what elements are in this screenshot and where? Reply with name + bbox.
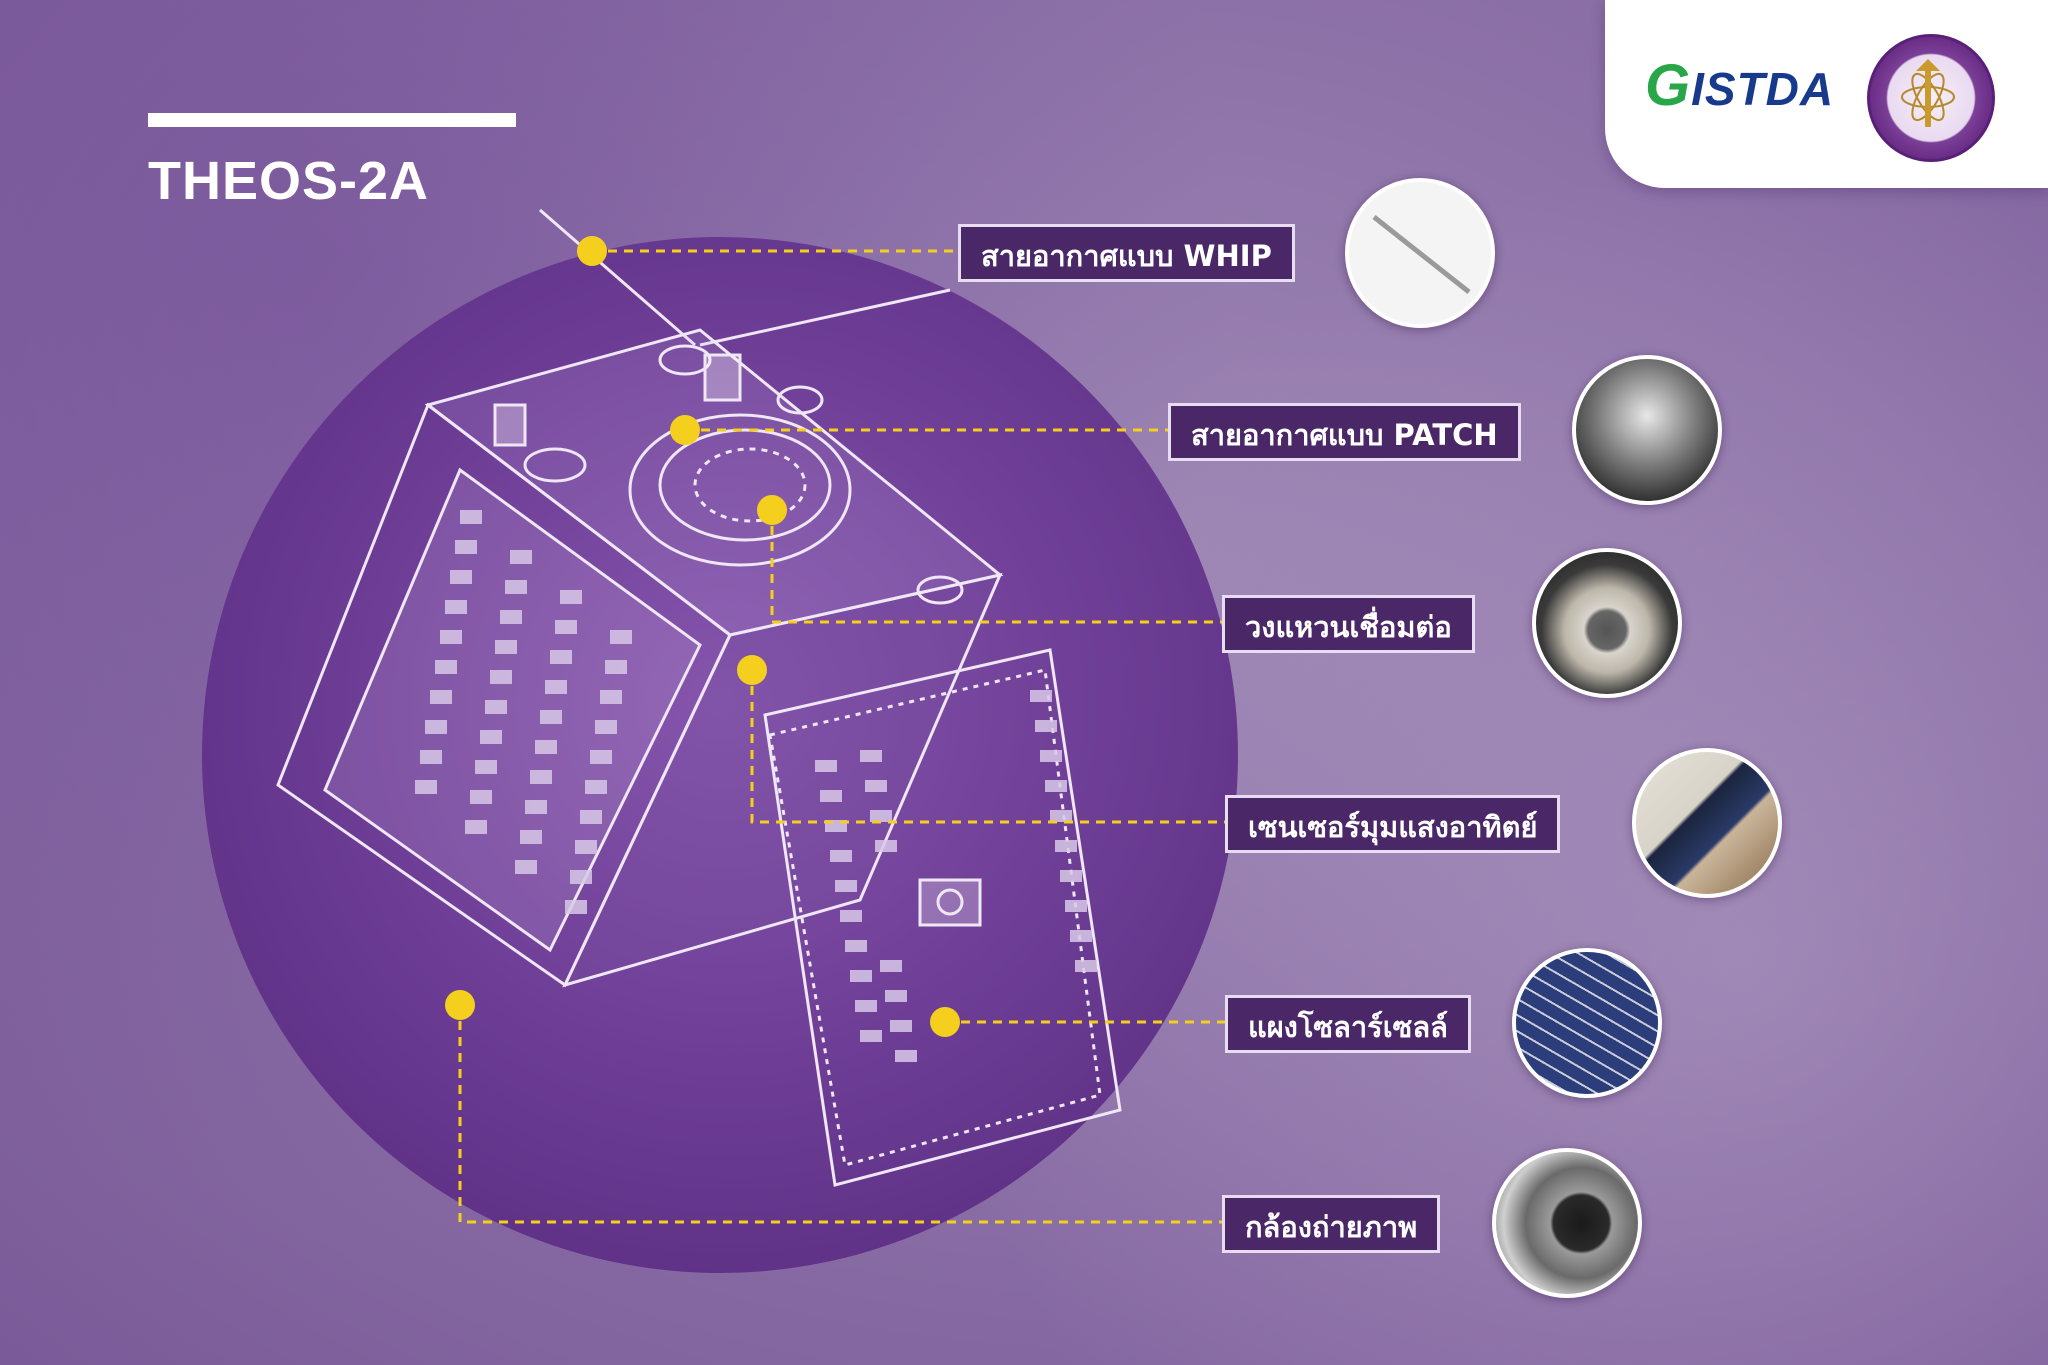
whip-antenna-photo (1345, 178, 1495, 328)
page-title: THEOS-2A (148, 151, 430, 211)
label-camera: กล้องถ่ายภาพ (1222, 1195, 1441, 1253)
label-solar-panel: แผงโซลาร์เซลล์ (1225, 995, 1471, 1053)
ministry-seal-logo (1867, 34, 1995, 162)
title-underline (148, 113, 516, 127)
dot-whip (577, 236, 607, 266)
solar-cell-grid-left (415, 510, 632, 914)
label-sun-sensor: เซนเซอร์มุมแสงอาทิตย์ (1225, 795, 1561, 853)
seal-emblem-icon (1901, 59, 1955, 127)
logo-card: GISTDA (1605, 0, 2048, 188)
solar-cell-grid-panel (815, 690, 1097, 1062)
gistda-logo: GISTDA (1645, 53, 1835, 118)
solar-panel-photo (1512, 948, 1662, 1098)
dot-docking-ring (757, 495, 787, 525)
camera-photo (1492, 1148, 1642, 1298)
dot-camera (445, 990, 475, 1020)
dot-sun-sensor (737, 655, 767, 685)
callout-dots (445, 236, 960, 1037)
label-whip-antenna: สายอากาศแบบ WHIP (958, 224, 1295, 282)
docking-ring-photo (1532, 548, 1682, 698)
dot-patch (670, 415, 700, 445)
dot-solar-panel (930, 1007, 960, 1037)
leader-lines (458, 249, 1225, 1224)
sun-sensor-photo (1632, 748, 1782, 898)
label-patch-antenna: สายอากาศแบบ PATCH (1168, 403, 1521, 461)
patch-antenna-photo (1572, 355, 1722, 505)
label-docking-ring: วงแหวนเชื่อมต่อ (1222, 595, 1475, 653)
satellite-outline (276, 208, 1122, 1187)
